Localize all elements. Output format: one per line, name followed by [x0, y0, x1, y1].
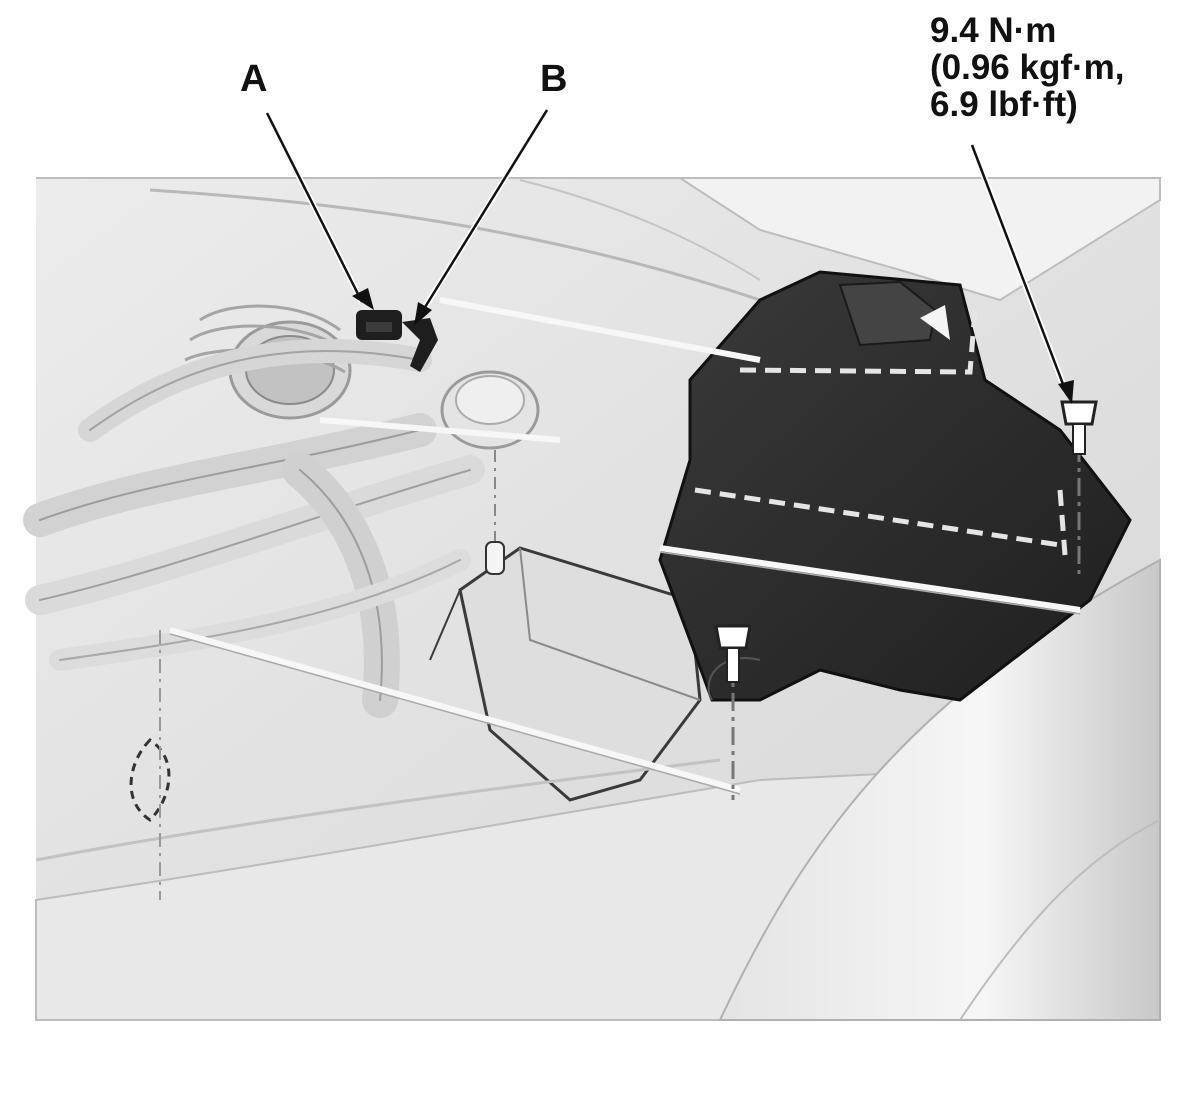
hoses	[23, 338, 485, 718]
reservoir-cap	[440, 370, 540, 450]
alignment-lines	[169, 297, 1081, 793]
torque-spec-line-3: 6.9 lbf·ft)	[930, 85, 1078, 124]
torque-spec: 9.4 N·m (0.96 kgf·m, 6.9 lbf·ft)	[930, 12, 1125, 123]
leader-line-a	[264, 111, 374, 310]
torque-spec-line-2: (0.96 kgf·m,	[930, 48, 1125, 87]
bracket-box	[429, 546, 702, 802]
bolt-upper-right	[1060, 400, 1098, 580]
clip-center	[485, 450, 505, 575]
connector-b	[402, 318, 438, 372]
callout-b-label: B	[540, 58, 568, 100]
torque-spec-line-1: 9.4 N·m	[930, 11, 1057, 50]
connector-a	[356, 310, 402, 340]
engine-bay-illustration	[23, 177, 1161, 1021]
bolt-lower-center	[714, 624, 752, 800]
leader-line-torque	[969, 143, 1074, 404]
alignment-lines-outline	[169, 551, 1081, 795]
leader-line-b	[414, 108, 550, 326]
washer-reservoir	[658, 270, 1132, 702]
callout-a-label: A	[240, 58, 268, 100]
